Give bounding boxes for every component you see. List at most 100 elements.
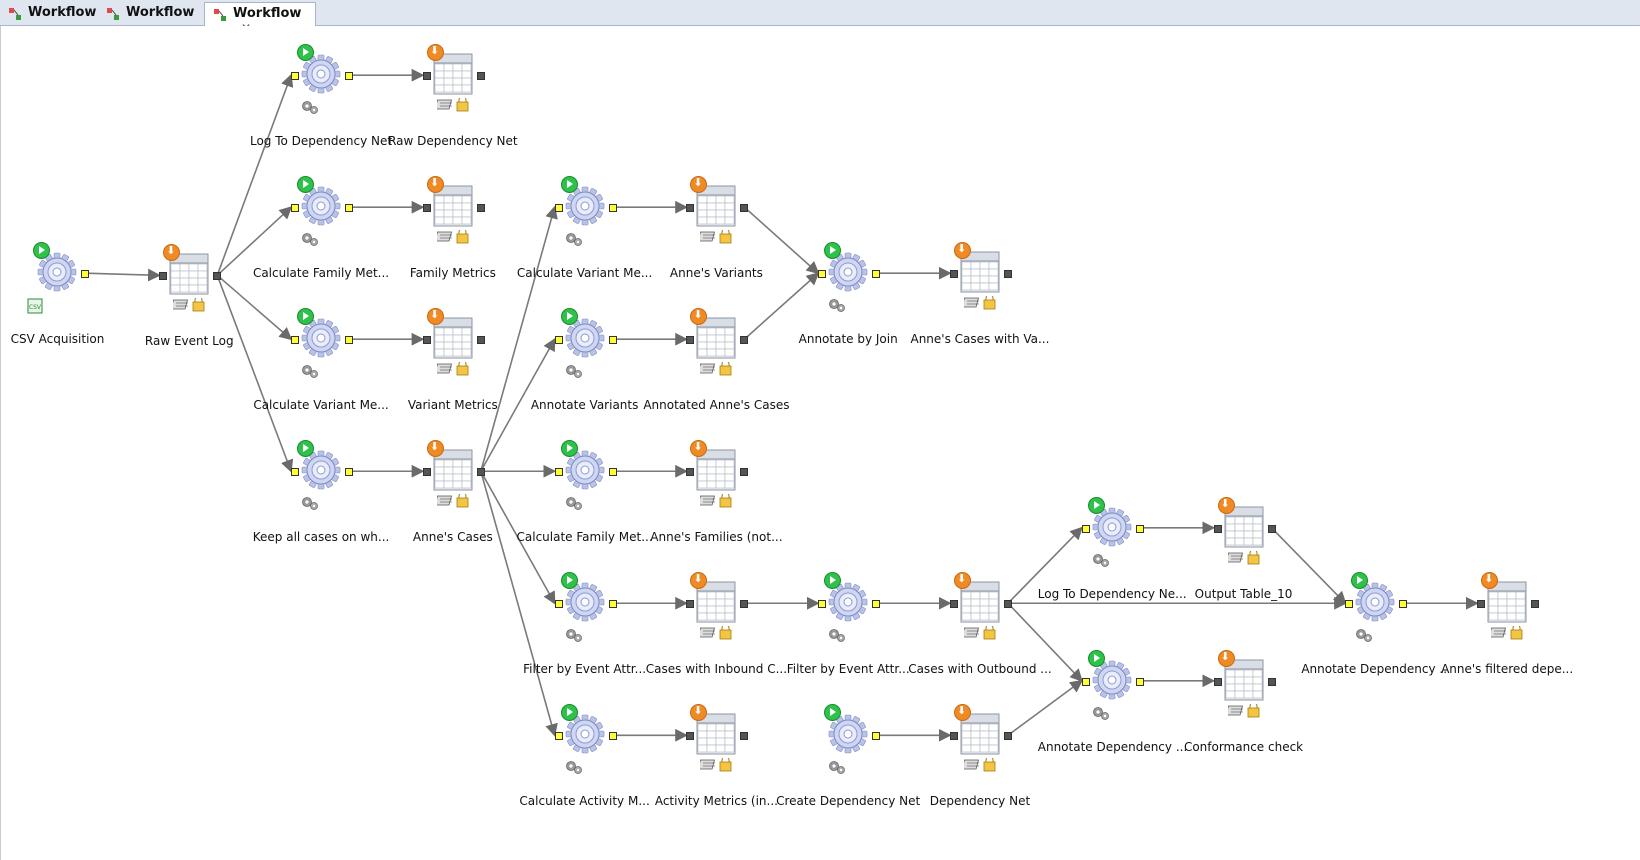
operator-node[interactable]: Filter by Event Attr... — [523, 572, 646, 680]
table-node[interactable]: Anne's Families (not... — [650, 440, 783, 548]
operator-node[interactable]: Calculate Variant Me... — [253, 308, 389, 416]
download-icon[interactable] — [1481, 572, 1499, 590]
output-port[interactable] — [740, 732, 749, 741]
run-icon[interactable] — [297, 44, 315, 62]
output-port[interactable] — [608, 204, 617, 213]
operator-node[interactable]: Calculate Family Met... — [517, 440, 653, 548]
input-port[interactable] — [422, 468, 431, 477]
output-port[interactable] — [1267, 524, 1276, 533]
download-icon[interactable] — [1217, 496, 1235, 514]
output-port[interactable] — [81, 270, 90, 279]
input-port[interactable] — [949, 732, 958, 741]
connection-line[interactable] — [480, 205, 558, 472]
operator-node[interactable]: Filter by Event Attr... — [787, 572, 910, 680]
table-node[interactable]: Anne's Cases with Va... — [910, 242, 1049, 350]
table-node[interactable]: Anne's filtered depe... — [1441, 572, 1573, 680]
output-port[interactable] — [213, 272, 222, 281]
download-icon[interactable] — [690, 440, 708, 458]
output-port[interactable] — [740, 600, 749, 609]
run-icon[interactable] — [1087, 496, 1105, 514]
connection-line[interactable] — [216, 73, 294, 276]
connection-line[interactable] — [1007, 679, 1084, 736]
output-port[interactable] — [608, 732, 617, 741]
output-port[interactable] — [1267, 677, 1276, 686]
input-port[interactable] — [291, 72, 300, 81]
run-icon[interactable] — [560, 704, 578, 722]
output-port[interactable] — [1399, 600, 1408, 609]
run-icon[interactable] — [824, 572, 842, 590]
input-port[interactable] — [554, 600, 563, 609]
table-node[interactable]: Output Table_10 — [1184, 496, 1304, 605]
tab-workflow-3[interactable]: Workflow ✕ — [204, 2, 316, 35]
download-icon[interactable] — [690, 308, 708, 326]
connection-line[interactable] — [216, 274, 293, 341]
input-port[interactable] — [554, 732, 563, 741]
input-port[interactable] — [291, 204, 300, 213]
input-port[interactable] — [686, 468, 695, 477]
table-node[interactable]: Raw Dependency Net — [388, 44, 518, 152]
operator-node[interactable]: Calculate Family Met... — [253, 176, 389, 284]
connection-line[interactable] — [743, 272, 820, 340]
download-icon[interactable] — [426, 176, 444, 194]
output-port[interactable] — [345, 204, 354, 213]
input-port[interactable] — [1213, 677, 1222, 686]
operator-node[interactable]: Create Dependency Net — [776, 704, 920, 812]
run-icon[interactable] — [297, 176, 315, 194]
connection-line[interactable] — [1007, 526, 1083, 604]
tab-workflow-2[interactable]: Workflow — [98, 2, 202, 25]
run-icon[interactable] — [33, 242, 51, 260]
connection-line[interactable] — [480, 471, 558, 737]
run-icon[interactable] — [297, 308, 315, 326]
input-port[interactable] — [554, 336, 563, 345]
output-port[interactable] — [345, 72, 354, 81]
table-node[interactable]: Anne's Cases — [393, 440, 513, 548]
input-port[interactable] — [159, 272, 168, 281]
output-port[interactable] — [872, 270, 881, 279]
input-port[interactable] — [949, 600, 958, 609]
connection-line[interactable] — [216, 275, 294, 473]
operator-node[interactable]: Log To Dependency Ne... — [1038, 496, 1186, 605]
table-node[interactable]: Cases with Inbound C... — [646, 572, 787, 680]
connection-line[interactable] — [480, 470, 556, 605]
output-port[interactable] — [476, 72, 485, 81]
output-port[interactable] — [740, 468, 749, 477]
connection-line[interactable] — [743, 206, 820, 275]
input-port[interactable] — [291, 468, 300, 477]
connection-line[interactable] — [480, 337, 556, 472]
input-port[interactable] — [422, 72, 431, 81]
input-port[interactable] — [686, 204, 695, 213]
run-icon[interactable] — [824, 242, 842, 260]
download-icon[interactable] — [1217, 649, 1235, 667]
table-node[interactable]: Anne's Variants — [656, 176, 776, 284]
operator-node[interactable]: Calculate Variant Me... — [517, 176, 652, 284]
input-port[interactable] — [422, 336, 431, 345]
table-node[interactable]: Cases with Outbound ... — [908, 572, 1052, 680]
input-port[interactable] — [1477, 600, 1486, 609]
input-port[interactable] — [1345, 600, 1354, 609]
table-node[interactable]: Family Metrics — [393, 176, 513, 284]
output-port[interactable] — [608, 468, 617, 477]
operator-node[interactable]: Annotate Dependency ... — [1301, 572, 1449, 680]
input-port[interactable] — [1213, 524, 1222, 533]
download-icon[interactable] — [426, 308, 444, 326]
table-node[interactable]: Dependency Net — [920, 704, 1040, 812]
operator-node[interactable]: Calculate Activity M... — [519, 704, 650, 812]
table-node[interactable]: Activity Metrics (in... — [655, 704, 778, 812]
output-port[interactable] — [740, 336, 749, 345]
input-port[interactable] — [686, 732, 695, 741]
operator-node[interactable]: Annotate Dependency ... — [1038, 649, 1186, 758]
run-icon[interactable] — [560, 308, 578, 326]
download-icon[interactable] — [426, 44, 444, 62]
output-port[interactable] — [1003, 270, 1012, 279]
output-port[interactable] — [476, 336, 485, 345]
run-icon[interactable] — [1351, 572, 1369, 590]
operator-node[interactable]: Annotate Variants — [525, 308, 645, 416]
input-port[interactable] — [291, 336, 300, 345]
output-port[interactable] — [476, 468, 485, 477]
input-port[interactable] — [1081, 677, 1090, 686]
input-port[interactable] — [686, 600, 695, 609]
download-icon[interactable] — [690, 572, 708, 590]
table-node[interactable]: Annotated Anne's Cases — [643, 308, 789, 416]
input-port[interactable] — [818, 600, 827, 609]
workflow-canvas[interactable]: CSV CSV Acquisition Raw Event Log Log To… — [0, 26, 1640, 860]
